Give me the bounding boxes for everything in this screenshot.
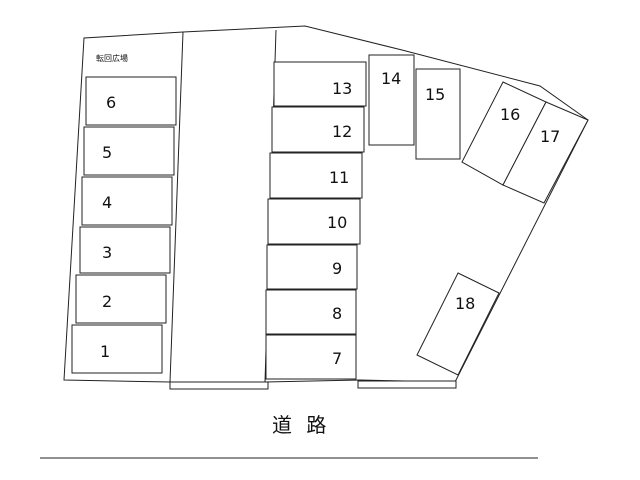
space-12[interactable]: 12 [271,106,365,153]
space-label: 5 [102,143,112,162]
space-label: 2 [102,292,112,311]
space-6[interactable]: 6 [85,76,177,126]
space-label: 15 [425,85,445,104]
space-label: 11 [329,168,349,187]
space-5[interactable]: 5 [83,126,175,176]
space-7[interactable]: 7 [265,334,357,380]
turnaround-label: 転回広場 [96,53,128,63]
space-10[interactable]: 10 [267,198,361,245]
space-11[interactable]: 11 [269,152,363,199]
space-label: 13 [332,79,352,98]
space-label: 9 [332,259,342,278]
space-label: 18 [455,294,475,313]
space-label: 12 [332,122,352,141]
space-17[interactable]: 17 [502,101,589,204]
space-15[interactable]: 15 [415,68,461,160]
road-label: 道 路 [272,413,330,437]
space-4[interactable]: 4 [81,176,173,226]
entrance-left [169,381,269,390]
space-8[interactable]: 8 [265,289,357,335]
space-label: 14 [381,69,401,88]
driveway-edge-left [169,31,184,383]
space-label: 17 [540,127,560,146]
space-1[interactable]: 1 [71,324,163,374]
space-label: 10 [327,213,347,232]
space-label: 8 [332,304,342,323]
space-label: 16 [500,105,520,124]
space-label: 1 [100,342,110,361]
space-14[interactable]: 14 [368,54,415,146]
space-18[interactable]: 18 [416,272,500,376]
space-13[interactable]: 13 [273,61,367,107]
space-label: 4 [102,193,112,212]
space-9[interactable]: 9 [266,244,358,290]
space-label: 7 [332,349,342,368]
space-3[interactable]: 3 [79,226,171,274]
space-label: 3 [102,243,112,262]
entrance-right [357,380,457,389]
space-label: 6 [106,93,116,112]
space-2[interactable]: 2 [75,274,167,324]
